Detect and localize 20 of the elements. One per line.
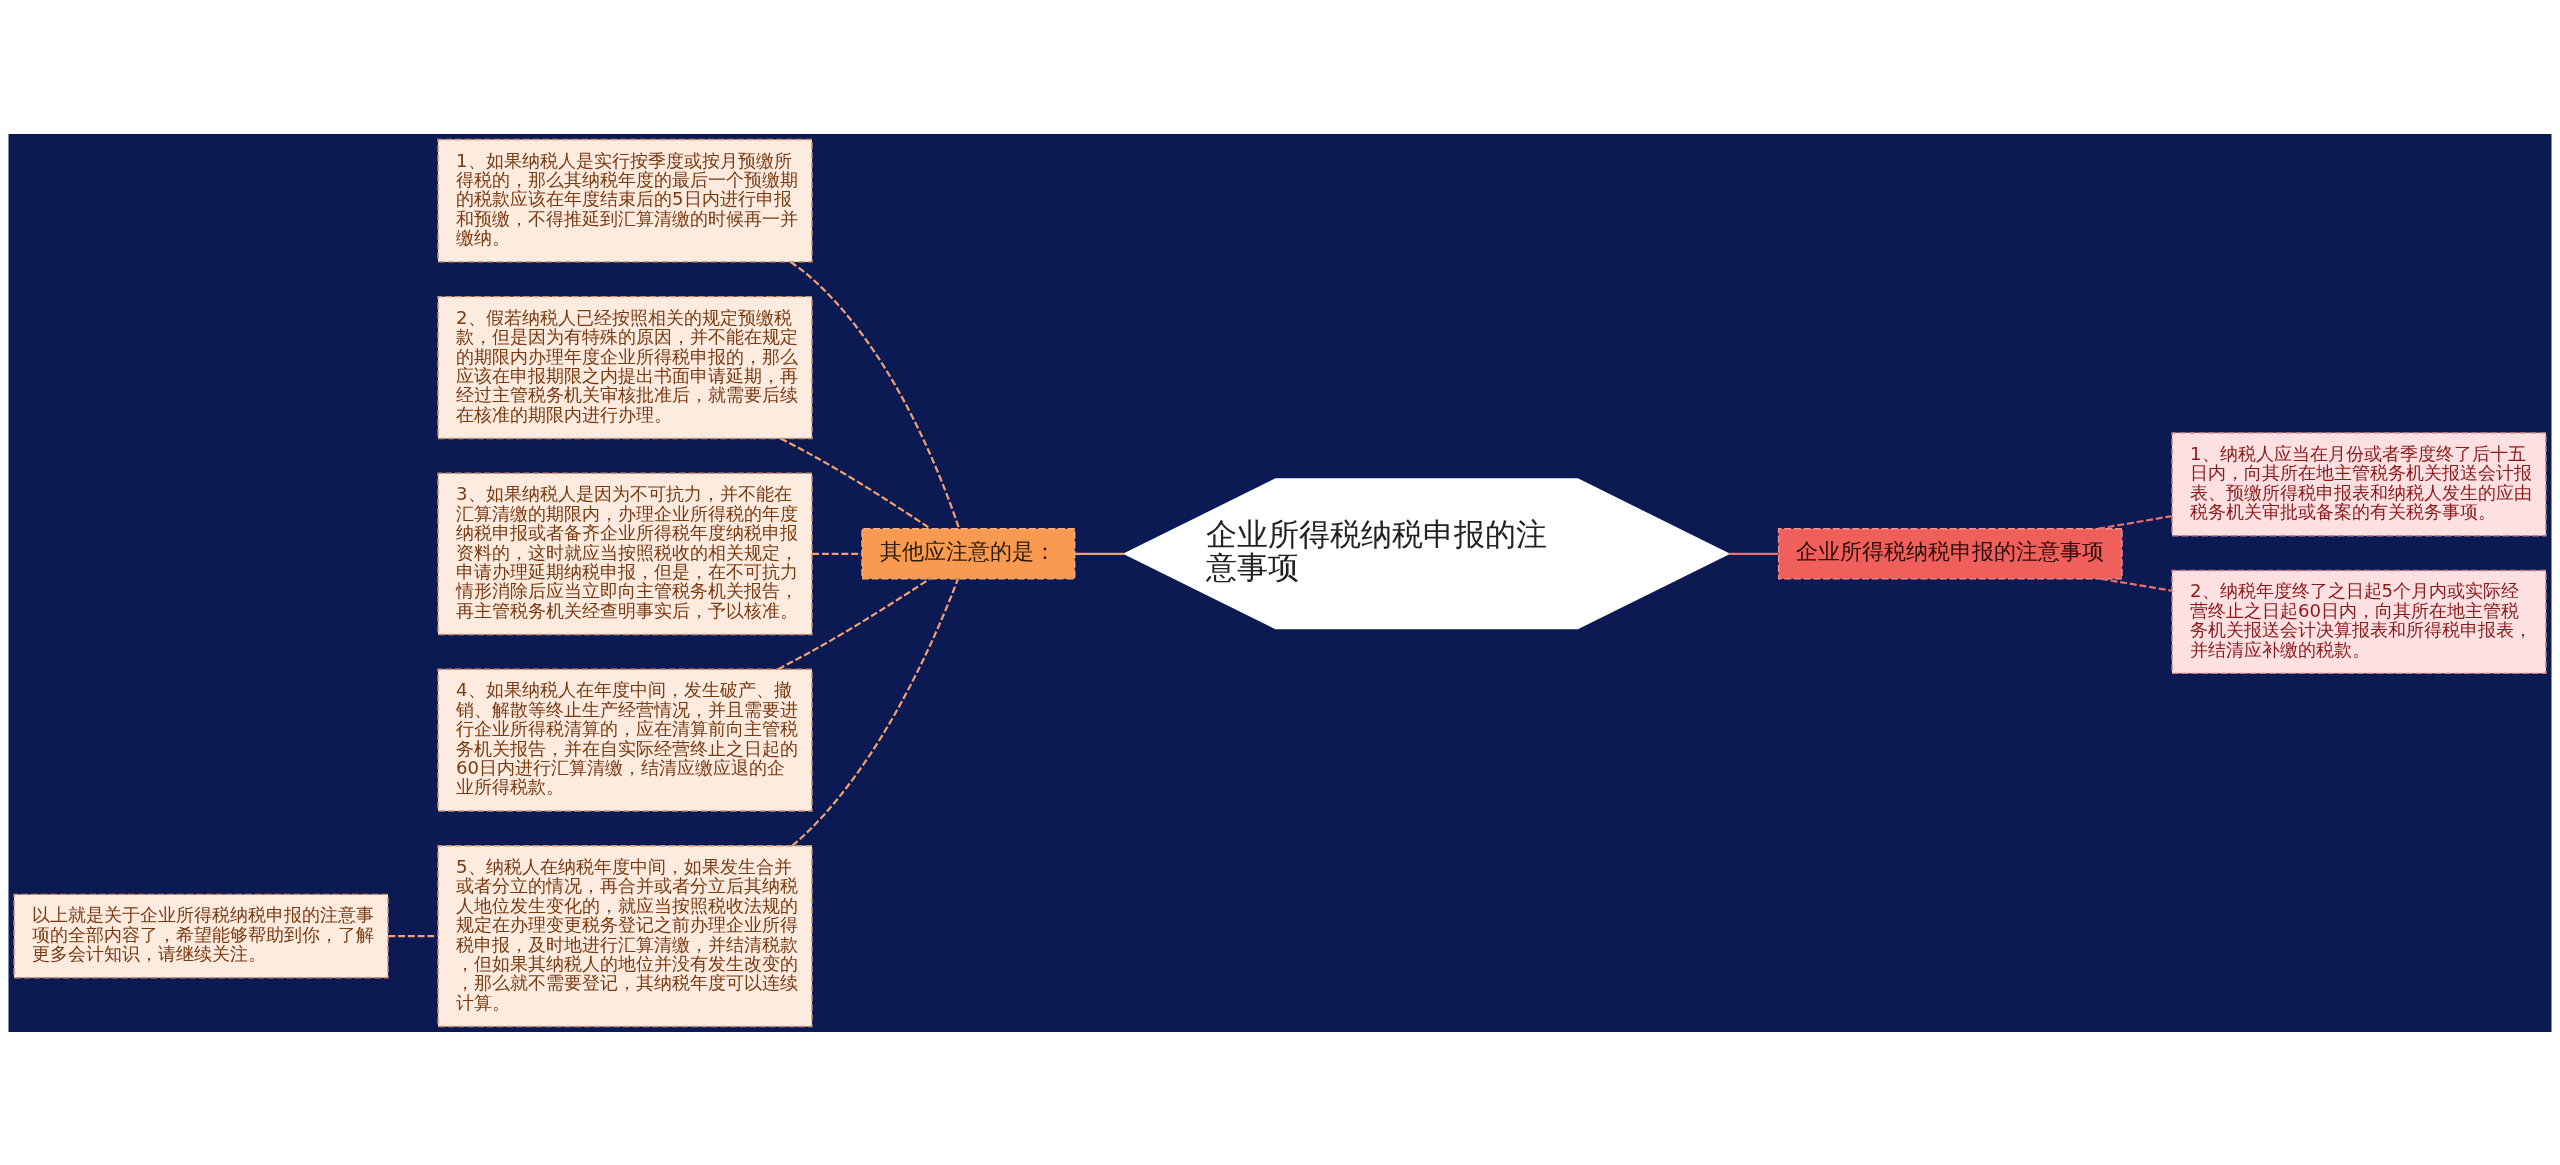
node-box: 1、纳税人应当在月份或者季度终了后十五日内，向其所在地主管税务机关报送会计报表、预缴所得税申报表和纳税人发生的应由税务机关审批或备案的有关税务事项。 <box>2171 431 2547 536</box>
connector <box>1074 552 1125 555</box>
connector <box>2098 514 2172 530</box>
node-box: 其他应注意的是： <box>861 527 1076 580</box>
node-box: 企业所得税纳税申报的注意事项 <box>1777 527 2123 580</box>
connector <box>1728 552 1779 555</box>
connector <box>777 577 931 670</box>
node-box: 3、如果纳税人是因为不可抗力，并不能在汇算清缴的期限内，办理企业所得税的年度纳税申报或者备齐企业所得税年度纳税申报资料的，这时就应当按照税收的相关规定，申请办理延期纳税申报，但是，在不可抗力情形消除后应当立即向主管税务机关报告，再主管税务机关经查明事实后，予以核准。 <box>437 472 813 635</box>
connector <box>812 552 862 555</box>
node-box: 2、假若纳税人已经按照相关的规定预缴税款，但是因为有特殊的原因，并不能在规定的期限内办理年度企业所得税申报的，那么应该在申报期限之内提出书面申请延期，再经过主管税务机关审核批准后，就需要后续在核准的期限内进行办理。 <box>437 295 813 439</box>
node-box: 4、如果纳税人在年度中间，发生破产、撤销、解散等终止生产经营情况，并且需要进行企业所得税清算的，应在清算前向主管税务机关报告，并在自实际经营终止之日起的60日内进行汇算清缴，结清应缴应退的企业所得税款。 <box>437 668 813 812</box>
connector <box>2100 577 2173 592</box>
connector <box>790 260 961 529</box>
node-box: 1、如果纳税人是实行按季度或按月预缴所得税的，那么其纳税年度的最后一个预缴期的税款应该在年度结束后的5日内进行申报和预缴，不得推延到汇算清缴的时候再一并缴纳。 <box>437 138 813 263</box>
node-box: 2、纳税年度终了之日起5个月内或实际经营终止之日起60日内，向其所在地主管税务机关报送会计决算报表和所得税申报表，并结清应补缴的税款。 <box>2171 569 2547 674</box>
connector <box>388 934 438 937</box>
connector <box>780 436 931 529</box>
connector <box>791 578 959 846</box>
node-box: 以上就是关于企业所得税纳税申报的注意事项的全部内容了，希望能够帮助到你，了解更多会计知识，请继续关注。 <box>13 893 389 978</box>
node-box: 5、纳税人在纳税年度中间，如果发生合并或者分立的情况，再合并或者分立后其纳税人地位发生变化的，就应当按照税收法规的规定在办理变更税务登记之前办理企业所得税申报，及时地进行汇算清缴，并结清税款，但如果其纳税人的地位并没有发生改变的，那么就不需要登记，其纳税年度可以连续计算。 <box>437 844 813 1027</box>
